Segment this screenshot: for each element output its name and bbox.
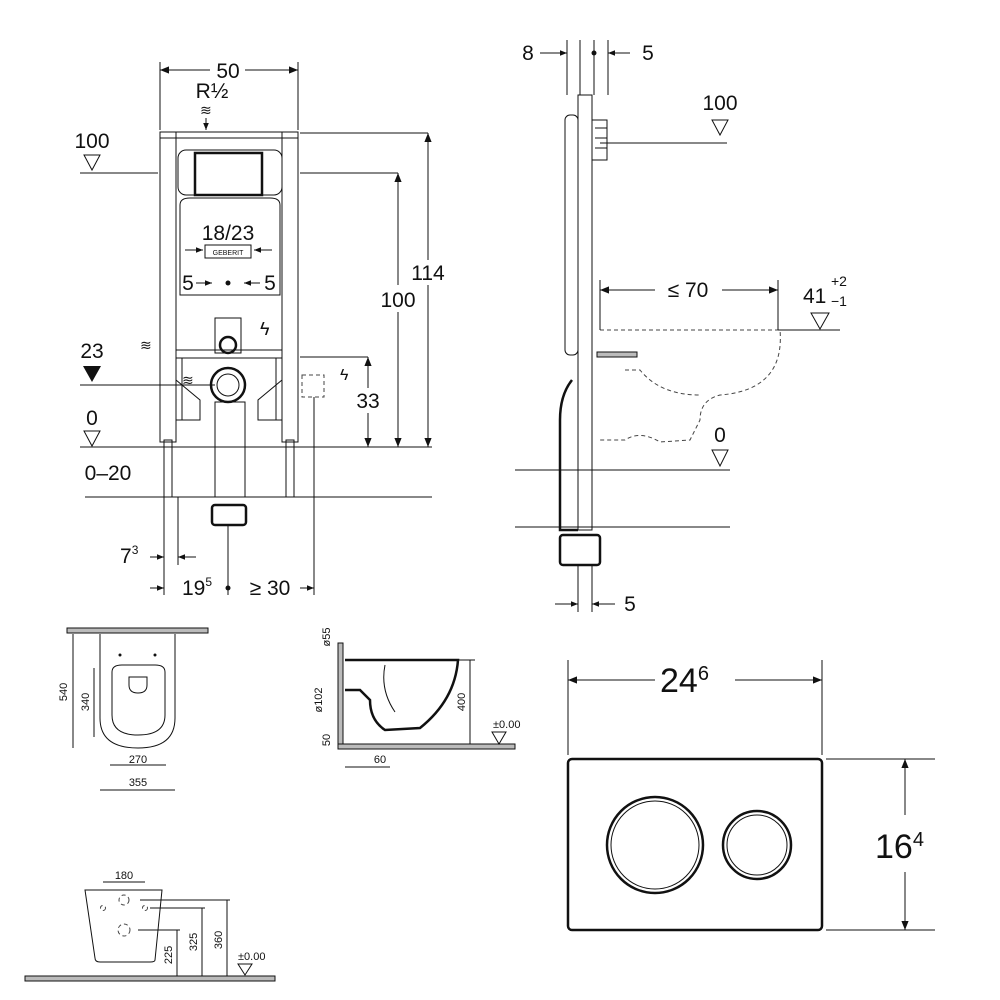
dim-height-power: 33 bbox=[356, 390, 379, 413]
electric-icon: ϟ bbox=[260, 319, 270, 339]
dim-leg-offset: 73 bbox=[120, 543, 139, 568]
dim-outlet-diameter: ø102 bbox=[313, 687, 325, 712]
level-marker-icon bbox=[491, 731, 507, 745]
water-icon: ≋ bbox=[140, 337, 152, 353]
drain-pipe bbox=[214, 401, 246, 498]
dim-bowl-length: 540 bbox=[58, 683, 70, 701]
level-label: ±0.00 bbox=[493, 719, 520, 731]
dim-depth-back: 5 bbox=[642, 42, 654, 65]
installation-frame bbox=[159, 131, 299, 498]
water-icon: ≋ bbox=[182, 372, 194, 388]
dim-wall-gap: 60 bbox=[374, 754, 386, 766]
water-connection-label: R½ bbox=[196, 80, 229, 103]
side-level-zero-label: 0 bbox=[714, 424, 726, 447]
brand-plate bbox=[204, 244, 252, 259]
flush-plate: 246 164 bbox=[566, 660, 935, 932]
dim-bottom-gap: 50 bbox=[321, 734, 333, 746]
cistern bbox=[179, 197, 281, 296]
dim-seat-width: 270 bbox=[129, 754, 147, 766]
level-marker-filled-icon bbox=[83, 366, 101, 382]
dim-drain-offset: 195 bbox=[182, 575, 212, 600]
tolerance-plus: +2 bbox=[831, 273, 847, 289]
tank-top bbox=[177, 149, 283, 196]
bowl-back-view: 180 225 325 360 ±0.00 bbox=[24, 870, 276, 982]
dim-seat-length: 340 bbox=[80, 693, 92, 711]
plate-outline bbox=[566, 757, 824, 932]
level-top-label: 100 bbox=[74, 130, 109, 153]
power-socket bbox=[301, 374, 325, 398]
dim-height-plate: 100 bbox=[380, 289, 415, 312]
level-marker-icon bbox=[237, 963, 253, 976]
brand-logo: GEBERIT bbox=[213, 250, 244, 257]
dim-bowl-height: 41 bbox=[803, 285, 826, 308]
level-marker-icon bbox=[83, 154, 101, 172]
electric-icon: ϟ bbox=[340, 367, 349, 384]
side-view: 8 5 100 ≤ 70 41 +2 −1 0 bbox=[515, 40, 847, 616]
level-marker-icon bbox=[711, 119, 729, 137]
bowl-side-view: 400 ø55 ø102 50 60 ±0.00 bbox=[313, 628, 520, 768]
dim-offset-right: 5 bbox=[264, 272, 276, 295]
dim-plate-width: 246 bbox=[660, 662, 709, 700]
dim-drain-width: 5 bbox=[624, 593, 636, 616]
level-zero-label: 0 bbox=[86, 407, 98, 430]
dim-bowl-width: 355 bbox=[129, 777, 147, 789]
dim-inlet-diameter: ø55 bbox=[321, 628, 333, 647]
full-flush-button bbox=[605, 795, 705, 895]
dim-tank-width: 18/23 bbox=[202, 222, 255, 245]
half-flush-button bbox=[721, 809, 793, 881]
bowl-top-view: 540 340 270 355 bbox=[58, 627, 209, 791]
level-marker-icon bbox=[810, 312, 830, 331]
dim-power-offset: ≥ 30 bbox=[250, 577, 291, 600]
level-marker-icon bbox=[711, 449, 729, 468]
drain-outlet bbox=[209, 366, 247, 404]
dim-plate-height: 164 bbox=[875, 828, 924, 866]
dim-offset-left: 5 bbox=[182, 272, 194, 295]
front-view: GEBERIT ϟ ϟ ≋ ≋ ≋ 50 R½ 18/23 5 5 114 10… bbox=[74, 60, 445, 600]
level-23-label: 23 bbox=[80, 340, 103, 363]
dim-bolt-low: 325 bbox=[188, 933, 200, 951]
side-level-top-label: 100 bbox=[702, 92, 737, 115]
seat bbox=[111, 664, 166, 736]
dim-height-total: 114 bbox=[411, 262, 445, 285]
dim-bolt-high: 360 bbox=[213, 931, 225, 949]
actuation-opening bbox=[193, 151, 264, 197]
dim-depth-front: 8 bbox=[522, 42, 534, 65]
dim-width: 50 bbox=[216, 60, 239, 83]
dim-bowl-height: 400 bbox=[456, 693, 468, 711]
level-marker-icon bbox=[83, 430, 101, 448]
dim-bolt-spacing: 180 bbox=[115, 870, 133, 882]
bowl-outline bbox=[600, 329, 781, 443]
level-label: ±0.00 bbox=[238, 951, 265, 963]
floor-range-label: 0–20 bbox=[85, 462, 132, 485]
dim-projection: ≤ 70 bbox=[668, 279, 709, 302]
dim-outlet-height: 225 bbox=[163, 946, 175, 964]
tolerance-minus: −1 bbox=[831, 293, 847, 309]
wall-carrier bbox=[558, 94, 638, 567]
water-inlet-icon: ≋ bbox=[200, 102, 212, 118]
